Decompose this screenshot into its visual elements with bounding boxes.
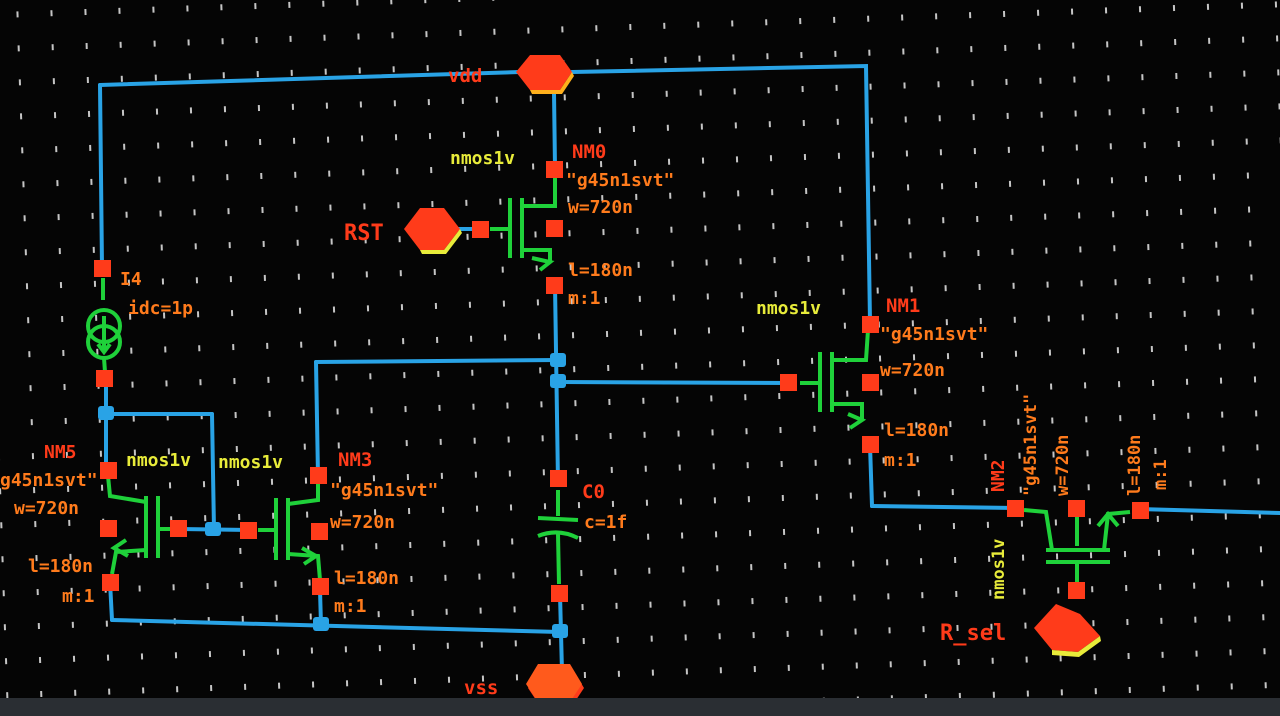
rst-pin[interactable] — [404, 208, 462, 254]
nm2-symbol — [1023, 508, 1131, 586]
nm5-width-label: w=720n — [14, 498, 79, 519]
nm2-model-label: nmos1v — [989, 539, 1009, 600]
nm0-model-label: nmos1v — [450, 148, 515, 169]
wire-vss-rail — [110, 618, 562, 634]
wire-to-nm2 — [870, 504, 1018, 510]
wire-out — [1138, 507, 1280, 515]
nm3-instance-label: NM3 — [338, 449, 372, 471]
nm1-width-label: w=720n — [880, 360, 945, 381]
nm3-model-label: nmos1v — [218, 452, 283, 473]
junctions — [98, 353, 568, 638]
r-sel-label: R_sel — [940, 621, 1006, 646]
i4-instance-label: I4 — [120, 269, 142, 290]
nm5-length-label: l=180n — [28, 556, 93, 577]
nm0-length-label: l=180n — [568, 260, 633, 281]
nm3-width-label: w=720n — [330, 512, 395, 533]
nm0-instance-label: NM0 — [572, 141, 606, 163]
wire-node-x-top — [314, 358, 560, 364]
wire-vdd-left — [98, 70, 522, 87]
nm5-multiplier-label: m:1 — [62, 586, 95, 607]
nm1-multiplier-label: m:1 — [884, 450, 917, 471]
c0-instance-label: C0 — [582, 481, 605, 503]
nm0-width-label: w=720n — [568, 197, 633, 218]
r-sel-pin[interactable] — [1034, 604, 1101, 657]
wire-vdd-right — [570, 63, 872, 324]
wire-diode-side — [210, 412, 216, 532]
nm3-multiplier-label: m:1 — [334, 596, 367, 617]
nm3-lib-label: "g45n1svt" — [330, 480, 438, 501]
wire-nm1-src — [868, 443, 874, 508]
wire-vdd-nm0 — [552, 90, 557, 170]
nm3-length-label: l=180n — [334, 568, 399, 589]
bottom-status-bar — [0, 698, 1280, 716]
wire-left-rail — [98, 83, 104, 270]
vss-label: vss — [464, 677, 498, 699]
nm0-multiplier-label: m:1 — [568, 288, 601, 309]
rst-label: RST — [344, 221, 384, 246]
nm1-lib-label: "g45n1svt" — [880, 324, 988, 345]
devices — [86, 175, 1131, 586]
nm2-multiplier-label: m:1 — [1151, 459, 1171, 490]
nm2-lib-label: "g45n1svt" — [1021, 394, 1041, 496]
nm0-lib-label: "g45n1svt" — [566, 170, 674, 191]
nm5-lib-label: g45n1svt" — [0, 470, 98, 491]
nm2-length-label: l=180n — [1125, 435, 1145, 496]
i4-idc-label: idc=1p — [128, 298, 193, 319]
wire-node-x-nm1-gate — [556, 380, 792, 385]
i4-symbol — [86, 278, 122, 373]
nm3-symbol — [258, 484, 322, 581]
nm1-model-label: nmos1v — [756, 298, 821, 319]
nm5-instance-label: NM5 — [44, 442, 77, 463]
vdd-label: vdd — [448, 65, 482, 87]
nm5-model-label: nmos1v — [126, 450, 191, 471]
c0-value-label: c=1f — [584, 512, 627, 533]
nm1-instance-label: NM1 — [886, 295, 920, 317]
nm1-length-label: l=180n — [884, 420, 949, 441]
vdd-pin[interactable] — [516, 55, 574, 94]
wires — [98, 63, 1280, 674]
c0-symbol — [537, 490, 579, 585]
vss-pin[interactable] — [526, 664, 584, 706]
wire-nm3-drain — [314, 360, 320, 478]
nm0-symbol — [490, 175, 557, 272]
nm2-instance-label: NM2 — [988, 459, 1009, 492]
nm5-symbol — [106, 475, 180, 575]
nm1-symbol — [800, 329, 870, 430]
nm2-width-label: w=720n — [1053, 435, 1073, 496]
terminals — [94, 161, 1149, 602]
